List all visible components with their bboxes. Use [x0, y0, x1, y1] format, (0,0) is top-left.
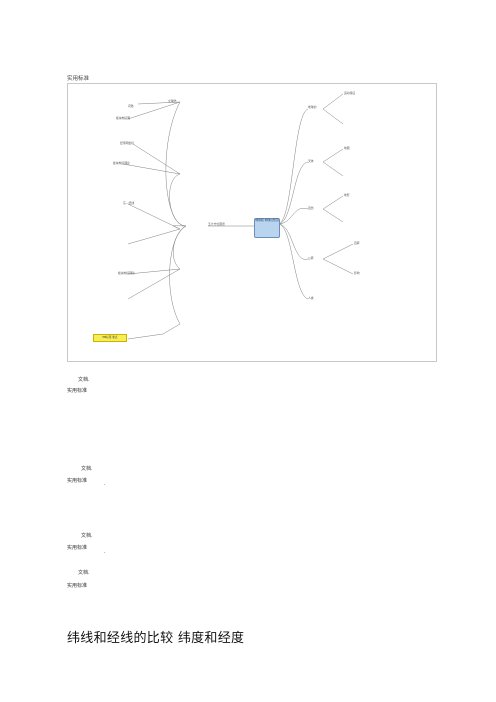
mind-map-node: 影响: [354, 271, 360, 275]
standard-mark: 实用标准: [67, 545, 88, 551]
mind-map-node: 天体: [308, 159, 314, 163]
mind-map-node: 经纬网坐标: [120, 141, 134, 145]
mind-map-left-branch: 五大方位图谱: [208, 222, 225, 226]
mind-map-node: 板块构造理论: [113, 161, 130, 165]
doc-mark: 文档.: [81, 466, 93, 472]
mind-map-node: 运动特征: [344, 91, 356, 95]
mind-map-center-node: 地球和 地球仪知识: [254, 218, 280, 238]
mind-map-node: 人类: [308, 296, 314, 300]
mind-map-highlight-node: PM标签 重点: [93, 334, 127, 342]
mind-map-node: 全球陆: [168, 99, 177, 103]
mind-map-node: 问陆: [128, 104, 134, 108]
page-title: 纬线和经线的比较 纬度和经度: [67, 631, 245, 646]
mind-map-node: 公转: [308, 256, 314, 260]
standard-mark: 实用标准: [67, 583, 88, 589]
mind-map-figure: 地球和 地球仪知识 五大方位图谱 全球陆 问陆 板块构造图 经纬网坐标 板块构造…: [67, 83, 437, 362]
mind-map-lines: [122, 93, 354, 340]
dot-mark: .: [104, 549, 106, 555]
mind-map-node: 地形: [344, 193, 350, 197]
mind-map-node: 地球的: [308, 105, 317, 109]
doc-mark: 文档.: [81, 533, 93, 539]
standard-mark: 实用标准: [67, 478, 88, 484]
doc-mark: 文档.: [78, 570, 90, 576]
header-label: 实用标准: [67, 76, 90, 82]
mind-map-node: 东—经线: [123, 201, 135, 205]
mind-map-node: 自然: [308, 206, 314, 210]
mind-map-node: 板块构造理论: [118, 271, 135, 275]
mind-map-node: 板块构造图: [116, 116, 130, 120]
mind-map-node: 自转: [354, 241, 360, 245]
standard-mark: 实用标准: [67, 388, 88, 394]
dot-mark: .: [104, 481, 106, 487]
mind-map-node: 地图: [344, 146, 350, 150]
doc-mark: 文档.: [78, 377, 90, 383]
